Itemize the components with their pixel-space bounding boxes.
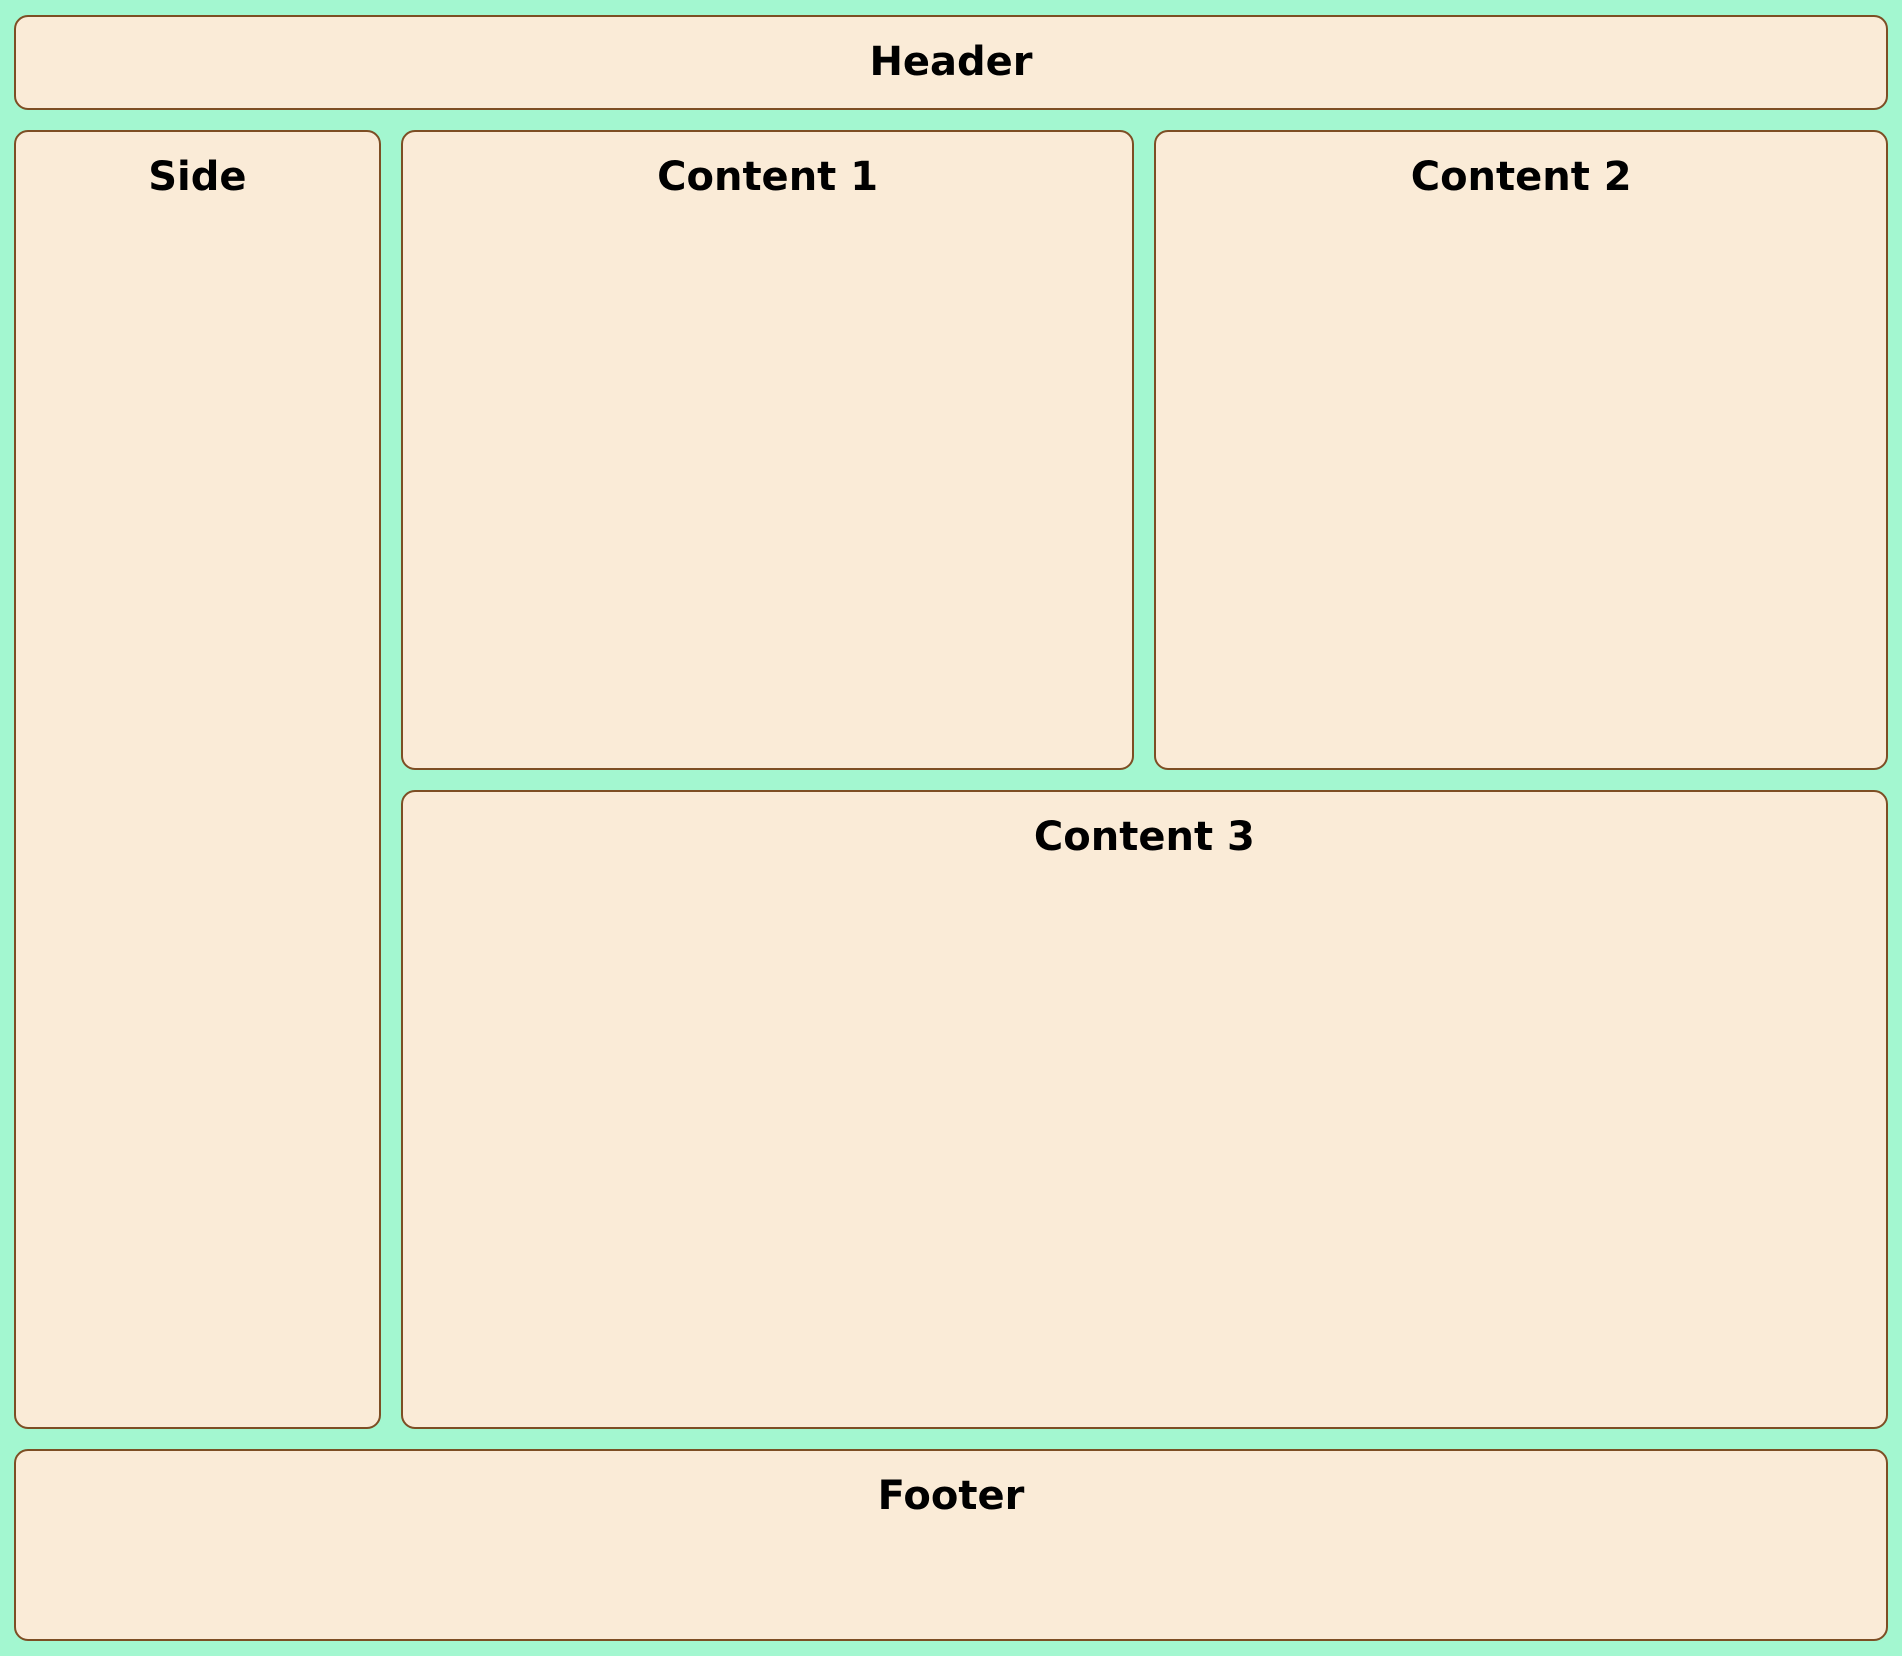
content-3-panel: Content 3 [400,789,1888,1429]
footer-title: Footer [877,1473,1025,1519]
footer-panel: Footer [14,1449,1888,1641]
side-title: Side [148,154,247,200]
content-1-panel: Content 1 [400,130,1135,770]
content-1-title: Content 1 [657,154,879,200]
content-2-panel: Content 2 [1154,130,1888,770]
side-panel: Side [14,130,381,1429]
header-title: Header [869,39,1033,85]
content-3-title: Content 3 [1033,813,1255,860]
header-panel: Header [14,15,1888,110]
content-2-title: Content 2 [1410,154,1632,200]
